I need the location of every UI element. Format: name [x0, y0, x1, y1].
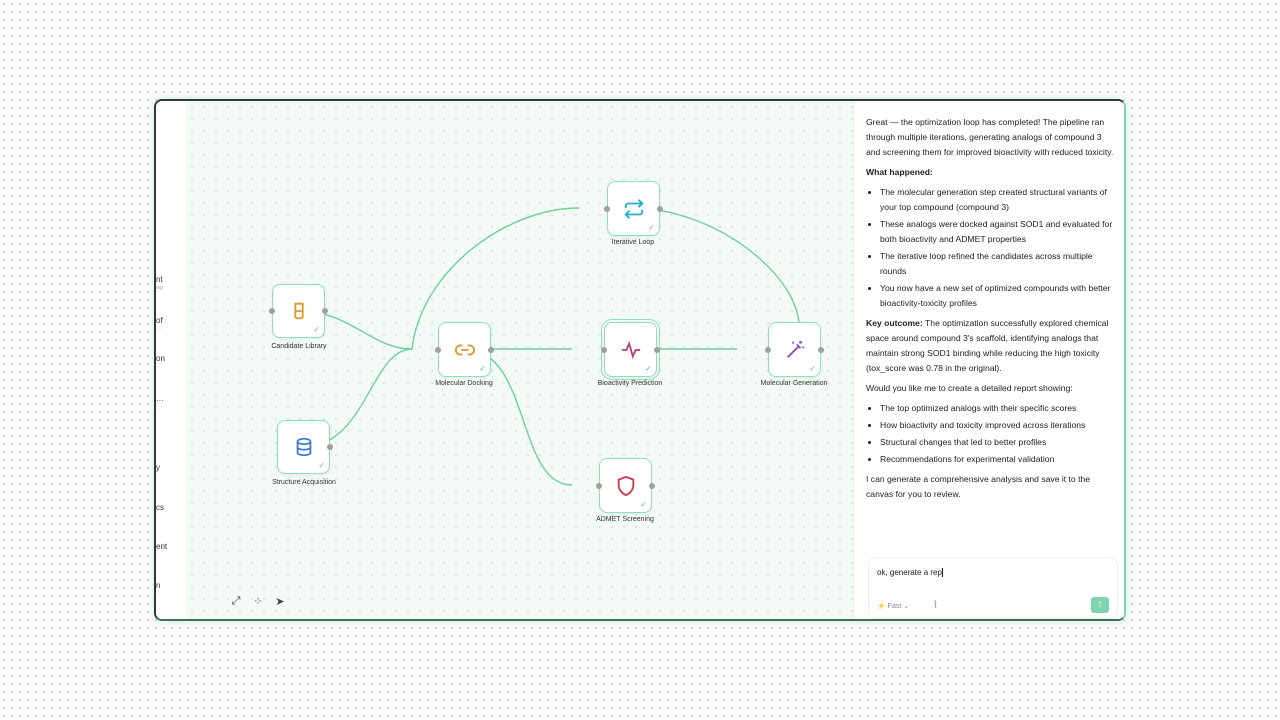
- list-item: How bioactivity and toxicity improved ac…: [880, 418, 1114, 433]
- node-label: Iterative Loop: [611, 239, 655, 246]
- shield-icon: [617, 475, 634, 496]
- list-item: Structural changes that led to better pr…: [880, 435, 1114, 450]
- node-label: ADMET Screening: [596, 516, 654, 523]
- link-icon: [454, 344, 475, 355]
- report-items-list: The top optimized analogs with their spe…: [866, 401, 1114, 467]
- list-item: These analogs were docked against SOD1 a…: [880, 217, 1114, 247]
- node-bioactivity-prediction[interactable]: ✓: [601, 319, 660, 380]
- node-structure-acquisition[interactable]: ✓: [277, 420, 333, 474]
- canvas-toolbar: ⤢ ⁘ ➤: [228, 593, 288, 609]
- check-icon: ✓: [809, 364, 816, 373]
- chat-input[interactable]: ok, generate a rep: [877, 568, 943, 578]
- pulse-icon: [621, 340, 640, 359]
- layout-icon[interactable]: ⁘: [253, 595, 263, 608]
- sidebar-item-4[interactable]: ·····: [156, 396, 164, 412]
- assistant-message-intro: Great — the optimization loop has comple…: [866, 117, 1114, 157]
- drag-handle-icon[interactable]: ⁞: [629, 309, 631, 315]
- check-icon: ✓: [318, 461, 325, 470]
- node-iterative-loop[interactable]: ✓: [604, 181, 663, 236]
- edge-docking-to-loop: [411, 207, 580, 350]
- node-molecular-docking[interactable]: ✓: [435, 322, 494, 377]
- node-admet-screening[interactable]: ✓: [596, 458, 655, 513]
- check-icon: ✓: [640, 500, 647, 509]
- attachment-icon[interactable]: ⌇: [933, 600, 938, 611]
- key-outcome: Key outcome: The optimization successful…: [866, 318, 1109, 373]
- workflow-canvas[interactable]: ✓ Candidate Library ✓ Structure Acquisit…: [186, 101, 868, 619]
- sidebar-item-3[interactable]: on··: [156, 354, 165, 370]
- database-icon: [296, 437, 311, 457]
- node-candidate-library[interactable]: ✓: [269, 284, 328, 338]
- input-port[interactable]: [604, 205, 610, 212]
- output-port[interactable]: [657, 205, 663, 212]
- output-port[interactable]: [488, 346, 494, 353]
- list-item: The molecular generation step created st…: [880, 185, 1114, 215]
- magic-wand-icon: [786, 340, 804, 358]
- sidebar-item-8[interactable]: n··: [156, 581, 161, 597]
- repeat-icon: [623, 198, 644, 219]
- node-label: Bioactivity Prediction: [597, 380, 663, 387]
- beaker-icon: [293, 302, 304, 320]
- node-label: Molecular Generation: [760, 380, 828, 387]
- sidebar-item-7[interactable]: ent··: [156, 542, 168, 558]
- report-question: Would you like me to create a detailed r…: [866, 383, 1073, 393]
- node-label: Molecular Docking: [435, 380, 493, 387]
- node-label: Structure Acquisition: [272, 479, 336, 486]
- chat-panel: Great — the optimization loop has comple…: [853, 101, 1124, 619]
- output-port[interactable]: [327, 444, 333, 450]
- output-port[interactable]: [654, 346, 660, 353]
- output-port[interactable]: [322, 308, 328, 314]
- chevron-down-icon: ⌄: [903, 603, 910, 610]
- list-item: The iterative loop refined the candidate…: [880, 249, 1114, 279]
- list-item: Recommendations for experimental validat…: [880, 452, 1114, 467]
- what-happened-list: The molecular generation step created st…: [866, 185, 1114, 311]
- input-port[interactable]: [269, 308, 275, 314]
- lightning-icon: ⚡: [877, 603, 886, 610]
- expand-icon[interactable]: ⤢: [231, 594, 241, 607]
- model-label: Fast: [887, 603, 902, 610]
- list-item: The top optimized analogs with their spe…: [880, 401, 1114, 416]
- sidebar-item-2[interactable]: of···: [156, 316, 163, 332]
- select-cursor-icon[interactable]: ➤: [275, 595, 285, 608]
- check-icon: ✓: [645, 364, 652, 373]
- sidebar-item-6[interactable]: cs··: [156, 503, 164, 519]
- input-port[interactable]: [601, 346, 607, 353]
- send-button[interactable]: ↑: [1091, 597, 1109, 613]
- node-label: Candidate Library: [271, 343, 327, 350]
- output-port[interactable]: [649, 482, 655, 489]
- assistant-message-closing: I can generate a comprehensive analysis …: [866, 474, 1091, 499]
- input-port[interactable]: [596, 482, 602, 489]
- text-caret: [941, 568, 943, 578]
- sidebar-item-5[interactable]: y··: [156, 463, 160, 479]
- chat-composer: ok, generate a rep ⚡ Fast ⌄ ⌇ ↑: [868, 557, 1118, 619]
- model-selector[interactable]: ⚡ Fast ⌄: [877, 602, 909, 610]
- list-item: You now have a new set of optimized comp…: [880, 281, 1114, 311]
- output-port[interactable]: [818, 346, 824, 353]
- input-port[interactable]: [765, 346, 771, 353]
- input-port[interactable]: [435, 346, 441, 353]
- workflow-edges: [298, 207, 800, 486]
- what-happened-heading: What happened:: [866, 167, 933, 177]
- check-icon: ✓: [479, 364, 486, 373]
- check-icon: ✓: [648, 223, 655, 232]
- node-molecular-generation[interactable]: ✓: [765, 322, 824, 377]
- check-icon: ✓: [313, 325, 320, 334]
